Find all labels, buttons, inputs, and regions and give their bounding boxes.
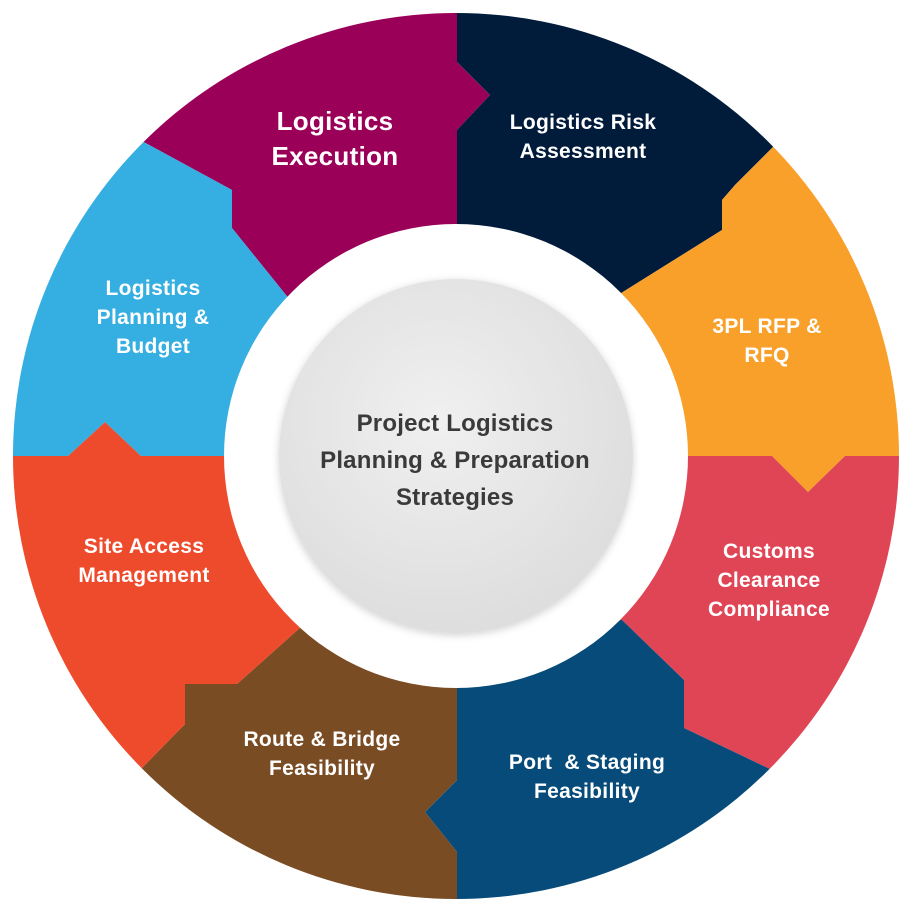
center-title-line: Strategies <box>395 484 515 511</box>
segment-label-line: Logistics Risk <box>509 111 657 134</box>
segment-label-line: Logistics <box>105 277 201 300</box>
segment-label-line: Feasibility <box>533 780 640 803</box>
segment-label-line: Budget <box>115 335 191 358</box>
center-title: Project Logistics Planning & Preparation… <box>250 405 660 516</box>
segment-label-3pl-rfp-rfq: 3PL RFP & RFQ <box>647 312 887 370</box>
center-circle <box>279 279 633 633</box>
segment-label-line: RFQ <box>744 344 790 367</box>
segment-label-line: Port & Staging <box>508 751 666 774</box>
segment-label-line: Site Access <box>83 535 205 558</box>
segment-label-line: Compliance <box>707 598 831 621</box>
segment-label-line: Logistics <box>276 106 394 136</box>
segment-label-line: Feasibility <box>268 757 375 780</box>
center-title-line: Planning & Preparation <box>320 447 590 474</box>
segment-label-line: Clearance <box>717 569 821 592</box>
segment-label-line: 3PL RFP & <box>712 315 822 338</box>
segment-label-line: Assessment <box>519 140 647 163</box>
segment-label-line: Planning & <box>96 306 210 329</box>
segment-label-line: Customs <box>723 540 815 563</box>
segment-label-line: Route & Bridge <box>243 728 401 751</box>
center-title-line: Project Logistics <box>356 410 554 437</box>
segment-label-line: Management <box>78 564 210 587</box>
segment-label-line: Execution <box>271 141 399 171</box>
